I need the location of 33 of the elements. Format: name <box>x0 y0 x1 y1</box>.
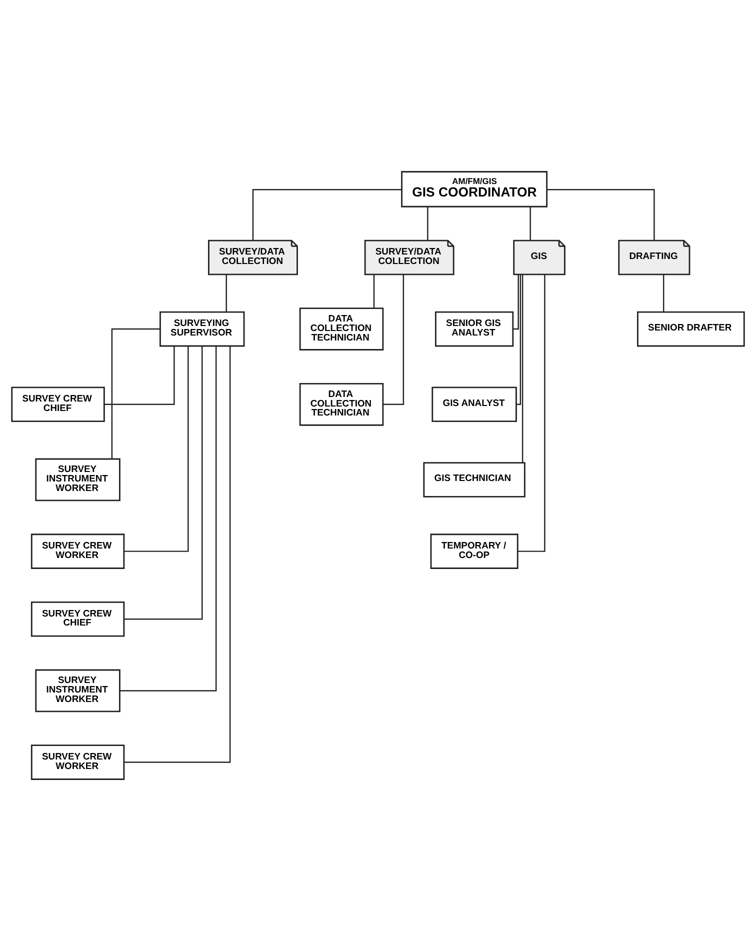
node-box: TEMPORARY / CO-OP <box>430 534 518 569</box>
connector <box>373 274 375 308</box>
node-box: SURVEY CREW CHIEF <box>11 386 105 422</box>
node-box: GIS ANALYST <box>432 386 517 422</box>
node-box: SURVEY INSTRUMENT WORKER <box>35 669 120 712</box>
connector <box>111 328 160 459</box>
node-box: DATA COLLECTION TECHNICIAN <box>299 382 384 426</box>
node-box: SURVEY CREW CHIEF <box>30 601 125 637</box>
node-box: GIS TECHNICIAN <box>423 462 526 498</box>
connector <box>522 274 524 463</box>
node-box: SURVEY CREW WORKER <box>30 744 125 780</box>
node-box: SENIOR GIS ANALYST <box>434 311 514 347</box>
connector <box>663 274 664 312</box>
connector <box>530 206 531 240</box>
node-box: AM/FM/GIS GIS COORDINATOR <box>401 171 548 208</box>
node-box: SURVEY INSTRUMENT WORKER <box>35 458 120 502</box>
connector <box>226 274 227 312</box>
connector <box>516 274 522 405</box>
connector <box>427 206 428 240</box>
connector <box>512 274 519 330</box>
node-box: SENIOR DRAFTER <box>637 311 745 347</box>
connector <box>124 346 231 763</box>
node-box: SURVEY CREW WORKER <box>30 534 125 569</box>
connector <box>124 346 189 552</box>
node-box: SURVEYING SUPERVISOR <box>160 311 245 347</box>
connector <box>546 189 655 240</box>
connector <box>120 346 217 692</box>
connector <box>104 346 175 405</box>
connector <box>518 274 546 552</box>
connector <box>124 346 203 620</box>
connector <box>383 274 404 405</box>
node-box: DATA COLLECTION TECHNICIAN <box>299 308 384 350</box>
connector <box>252 189 402 240</box>
